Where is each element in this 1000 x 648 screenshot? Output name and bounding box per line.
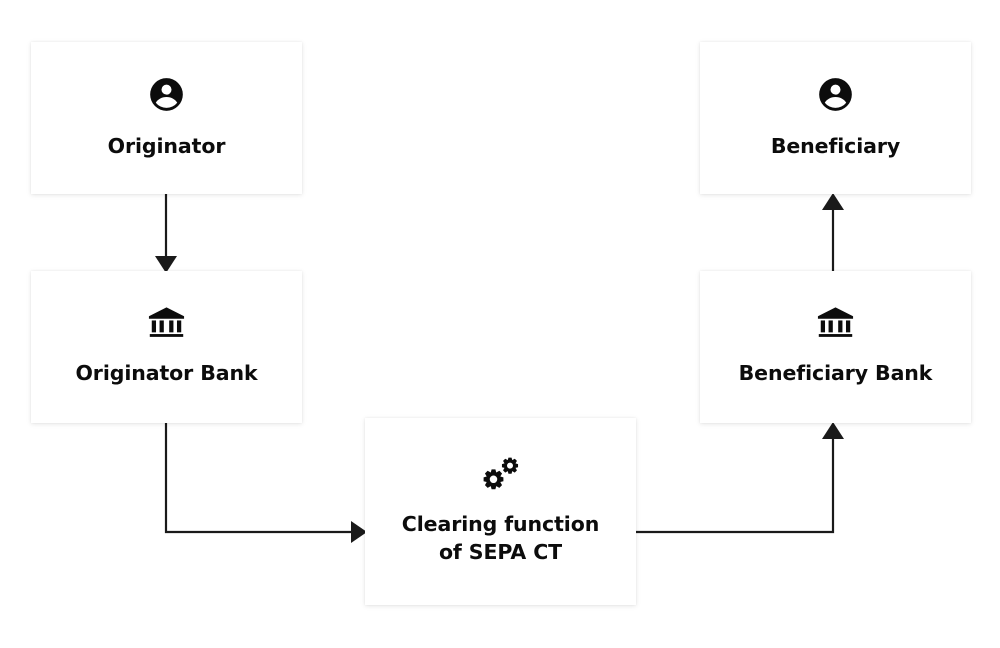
connector-originator-bank-to-clearing xyxy=(164,423,367,543)
node-originator[interactable]: Originator xyxy=(31,42,302,194)
node-label: Beneficiary Bank xyxy=(738,361,933,386)
node-label: Clearing function of SEPA CT xyxy=(401,512,600,564)
person-icon xyxy=(148,76,185,113)
connector-originator-to-originator-bank xyxy=(155,194,177,273)
bank-icon xyxy=(148,306,185,340)
connector-beneficiary-bank-to-beneficiary xyxy=(822,193,844,271)
person-icon xyxy=(817,76,854,113)
node-beneficiary-bank[interactable]: Beneficiary Bank xyxy=(700,271,971,423)
node-label: Originator xyxy=(107,133,226,158)
node-originator-bank[interactable]: Originator Bank xyxy=(31,271,302,423)
connector-clearing-to-beneficiary-bank xyxy=(636,422,844,534)
node-label: Beneficiary xyxy=(770,133,901,158)
node-label: Originator Bank xyxy=(75,361,258,386)
node-beneficiary[interactable]: Beneficiary xyxy=(700,42,971,194)
bank-icon xyxy=(817,306,854,340)
gears-icon xyxy=(480,457,522,495)
node-clearing[interactable]: Clearing function of SEPA CT xyxy=(365,418,636,605)
